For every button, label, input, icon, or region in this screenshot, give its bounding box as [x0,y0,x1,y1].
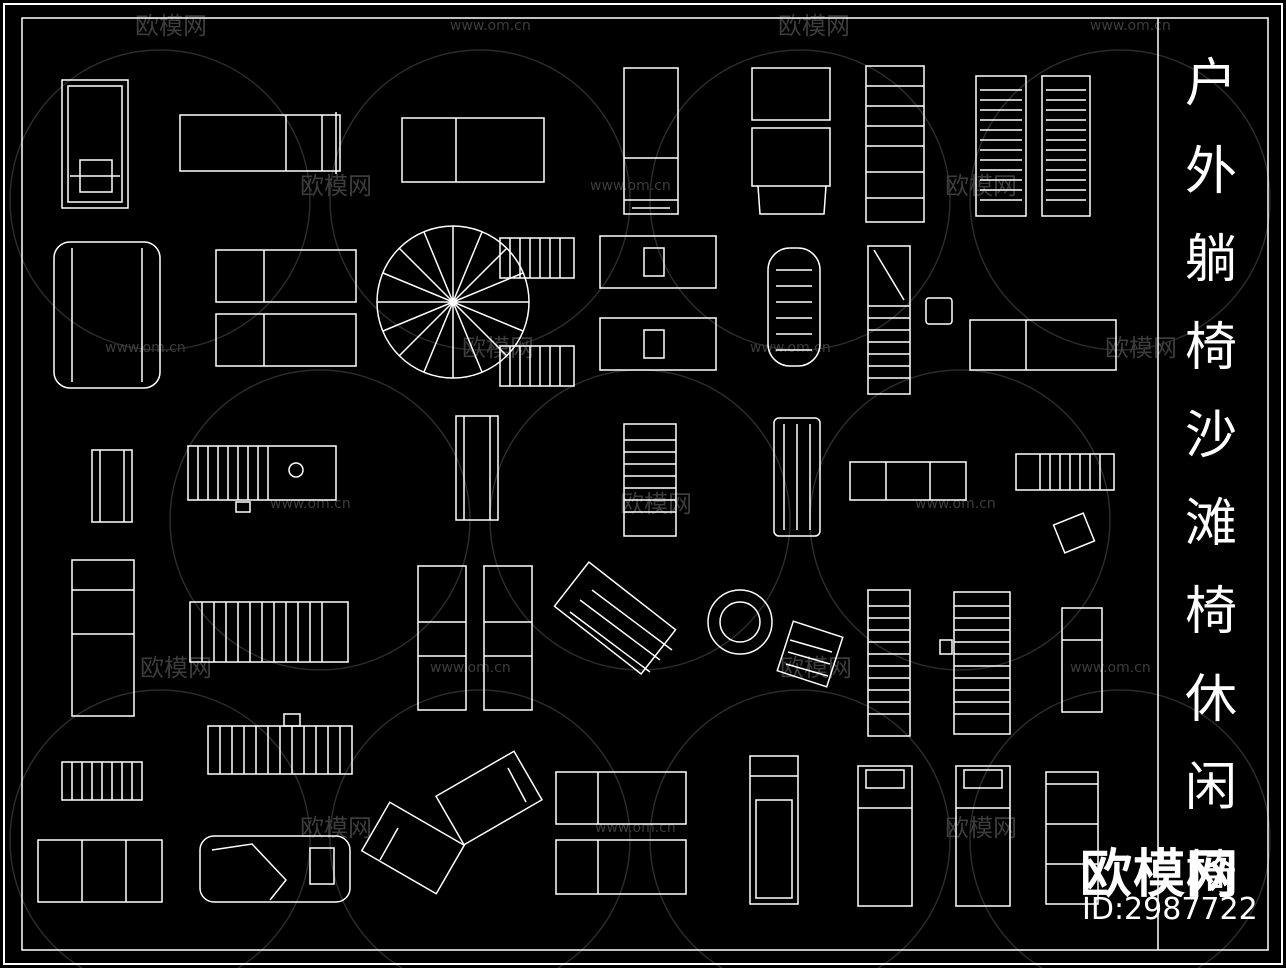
wicker-lounger-symbol [553,561,677,675]
slatted-lounger-symbol [865,65,925,223]
lounger-symbol [71,559,135,717]
slatted-lounger-symbol [939,591,1011,735]
padded-lounger-symbol [773,417,821,537]
slatted-lounger-symbol [867,589,911,737]
title-char: 户 [1184,54,1237,114]
title-char: 椅 [1184,582,1237,642]
slatted-lounger-pair-symbol [975,75,1091,217]
model-id: ID:2987722 [1082,892,1258,927]
watermark-logo: 欧模网 [778,12,850,40]
title-char: 椅 [1184,318,1237,378]
lounger-symbol [969,319,1117,371]
large-lounger-symbol [53,241,161,389]
lounger-symbol [455,415,499,521]
title-char: 休 [1184,670,1237,730]
title-char: 外 [1184,142,1237,202]
drawing-frame [3,3,1283,965]
watermark-url: www.om.cn [105,340,186,356]
watermark-logo: 欧模网 [945,172,1017,200]
watermark-url: www.om.cn [595,820,676,836]
watermarks: 欧模网 www.om.cn 欧模网 www.om.cn 欧模网 www.om.c… [105,12,1177,842]
watermark-logo: 欧模网 [620,490,692,518]
title-char: 椅 [1184,846,1237,906]
drawing-title: 户 外 躺 椅 沙 滩 椅 休 闲 椅 [1168,40,1254,906]
lounger-symbol [751,67,831,215]
slatted-bench-symbol [61,761,143,801]
lounger-symbol [1045,771,1099,905]
oval-lounger-symbol [767,247,821,367]
watermark-logo: 欧模网 [135,12,207,40]
lounger-pair-symbol [555,771,687,895]
side-table-symbol [1052,512,1096,554]
lounger-symbol [849,461,967,501]
lounger-symbol [857,765,913,907]
slatted-lounger-symbol [189,601,349,663]
title-char: 躺 [1184,230,1237,290]
brand-logo-text: 欧模网 [1080,845,1240,905]
chair-symbol [91,449,133,523]
lounger-symbol [1061,607,1103,713]
watermark-url: www.om.cn [590,178,671,194]
slatted-lounger-symbol [207,713,353,775]
title-char: 沙 [1184,406,1237,466]
watermark-logo: 欧模网 [300,172,372,200]
watermark-url: www.om.cn [915,496,996,512]
slatted-lounger-symbol [187,445,337,513]
title-char: 闲 [1184,758,1237,818]
furniture-symbols [37,65,1117,907]
watermark-logo: 欧模网 [780,654,852,682]
lounger-symbol [435,750,543,846]
lounger-symbol [37,839,163,903]
lounger-symbol [179,112,341,174]
watermark-logo: 欧模网 [140,654,212,682]
parasol-symbol [376,225,575,387]
watermark-url: www.om.cn [1070,660,1151,676]
slatted-lounger-symbol [623,423,677,537]
slatted-lounger-symbol [1015,453,1115,491]
watermark-logo: 欧模网 [300,814,372,842]
watermark-url: www.om.cn [1090,18,1171,34]
lounger-symbol [61,79,129,209]
lounger-symbol [749,755,799,905]
wicker-chair-symbol [707,589,844,688]
lounger-pair-symbol [215,249,357,367]
watermark-logo: 欧模网 [1105,334,1177,362]
daybed-symbol [199,835,351,903]
lounger-symbol [623,67,679,215]
watermark-url: www.om.cn [450,18,531,34]
lounger-pair-symbol [417,565,533,711]
title-char: 滩 [1184,494,1237,554]
slatted-lounger-symbol [867,245,911,395]
lounger-symbol [401,117,545,183]
lounger-symbol [955,765,1011,907]
lounger-symbol [360,801,466,895]
lounger-pair-symbol [599,235,717,371]
watermark-logo: 欧模网 [945,814,1017,842]
watermark-url: www.om.cn [430,660,511,676]
side-table-symbol [925,297,953,325]
watermark-url: www.om.cn [270,496,351,512]
